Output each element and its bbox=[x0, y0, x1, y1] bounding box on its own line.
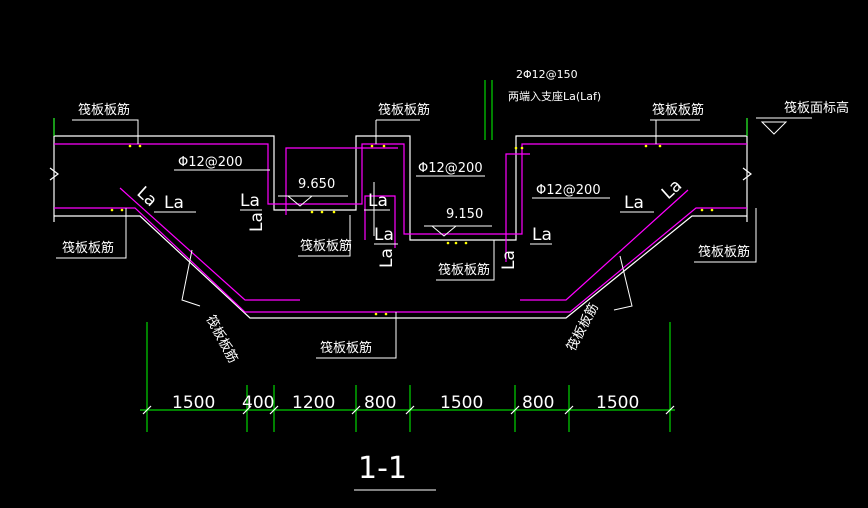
slope-rebar-right bbox=[520, 189, 689, 301]
label-raft-rebar-2: 筏板板筋 bbox=[378, 102, 430, 118]
slab-top-outline bbox=[54, 135, 747, 241]
label-elevation-1: 9.650 bbox=[298, 177, 335, 192]
label-bar-spacing-3: Φ12@200 bbox=[536, 183, 601, 198]
label-la-vertical-2: La bbox=[377, 248, 397, 268]
dimension-value-4: 800 bbox=[364, 393, 396, 413]
label-leaders bbox=[56, 117, 812, 359]
dimension-value-6: 800 bbox=[522, 393, 554, 413]
label-la-slope-left: La bbox=[133, 183, 161, 211]
bottom-rebar bbox=[54, 207, 747, 313]
label-la-4: La bbox=[374, 225, 394, 245]
dimension-ticks bbox=[142, 405, 675, 415]
label-la-3: La bbox=[368, 191, 388, 211]
bar-dots bbox=[110, 144, 714, 316]
label-raft-rebar-6: 筏板板筋 bbox=[300, 238, 352, 254]
label-la-2: La bbox=[240, 191, 260, 211]
top-rebar-left bbox=[54, 143, 747, 235]
dimension-value-3: 1200 bbox=[292, 393, 335, 413]
label-raft-rebar-5: 筏板板筋 bbox=[698, 244, 750, 260]
label-la-5: La bbox=[532, 225, 552, 245]
dimension-value-2: 400 bbox=[242, 393, 274, 413]
dimension-value-7: 1500 bbox=[596, 393, 639, 413]
label-elevation-2: 9.150 bbox=[446, 207, 483, 222]
dimension-lines bbox=[53, 80, 748, 432]
label-la-vertical-3: La bbox=[499, 250, 519, 270]
pit-inner-rebar-2 bbox=[364, 195, 396, 248]
elevation-marker-top bbox=[760, 121, 788, 135]
label-raft-rebar-slope-right: 筏板板筋 bbox=[563, 300, 602, 353]
label-raft-rebar-7: 筏板板筋 bbox=[438, 262, 490, 278]
label-raft-rebar-3: 筏板板筋 bbox=[652, 102, 704, 118]
label-bar-spacing-2: Φ12@200 bbox=[418, 161, 483, 176]
label-bar-spacing-1: Φ12@200 bbox=[178, 155, 243, 170]
left-break-mark bbox=[49, 167, 59, 181]
label-raft-rebar-1: 筏板板筋 bbox=[78, 102, 130, 118]
section-title: 1-1 bbox=[358, 451, 407, 486]
label-la-slope-right: La bbox=[658, 176, 686, 204]
pit-inner-rebar-3 bbox=[505, 153, 530, 262]
reinforcement bbox=[54, 143, 747, 313]
label-raft-rebar-4: 筏板板筋 bbox=[62, 240, 114, 256]
label-la-6: La bbox=[624, 193, 644, 213]
label-end-support-note: 两端入支座La(Laf) bbox=[508, 89, 601, 103]
label-top-bar-note: 2Φ12@150 bbox=[516, 68, 578, 81]
slope-rebar-left bbox=[119, 187, 300, 301]
dimension-value-5: 1500 bbox=[440, 393, 483, 413]
pit-inner-rebar-1 bbox=[285, 147, 398, 215]
label-la-1: La bbox=[164, 193, 184, 213]
label-raft-rebar-8: 筏板板筋 bbox=[320, 340, 372, 356]
label-raft-top-elevation: 筏板面标高 bbox=[784, 100, 849, 116]
label-la-vertical-1: La bbox=[247, 212, 267, 232]
elevation-markers bbox=[278, 121, 788, 237]
concrete-outline bbox=[49, 118, 752, 319]
right-break-mark bbox=[742, 167, 752, 181]
label-raft-rebar-slope-left: 筏板板筋 bbox=[202, 312, 241, 365]
dimension-value-1: 1500 bbox=[172, 393, 215, 413]
